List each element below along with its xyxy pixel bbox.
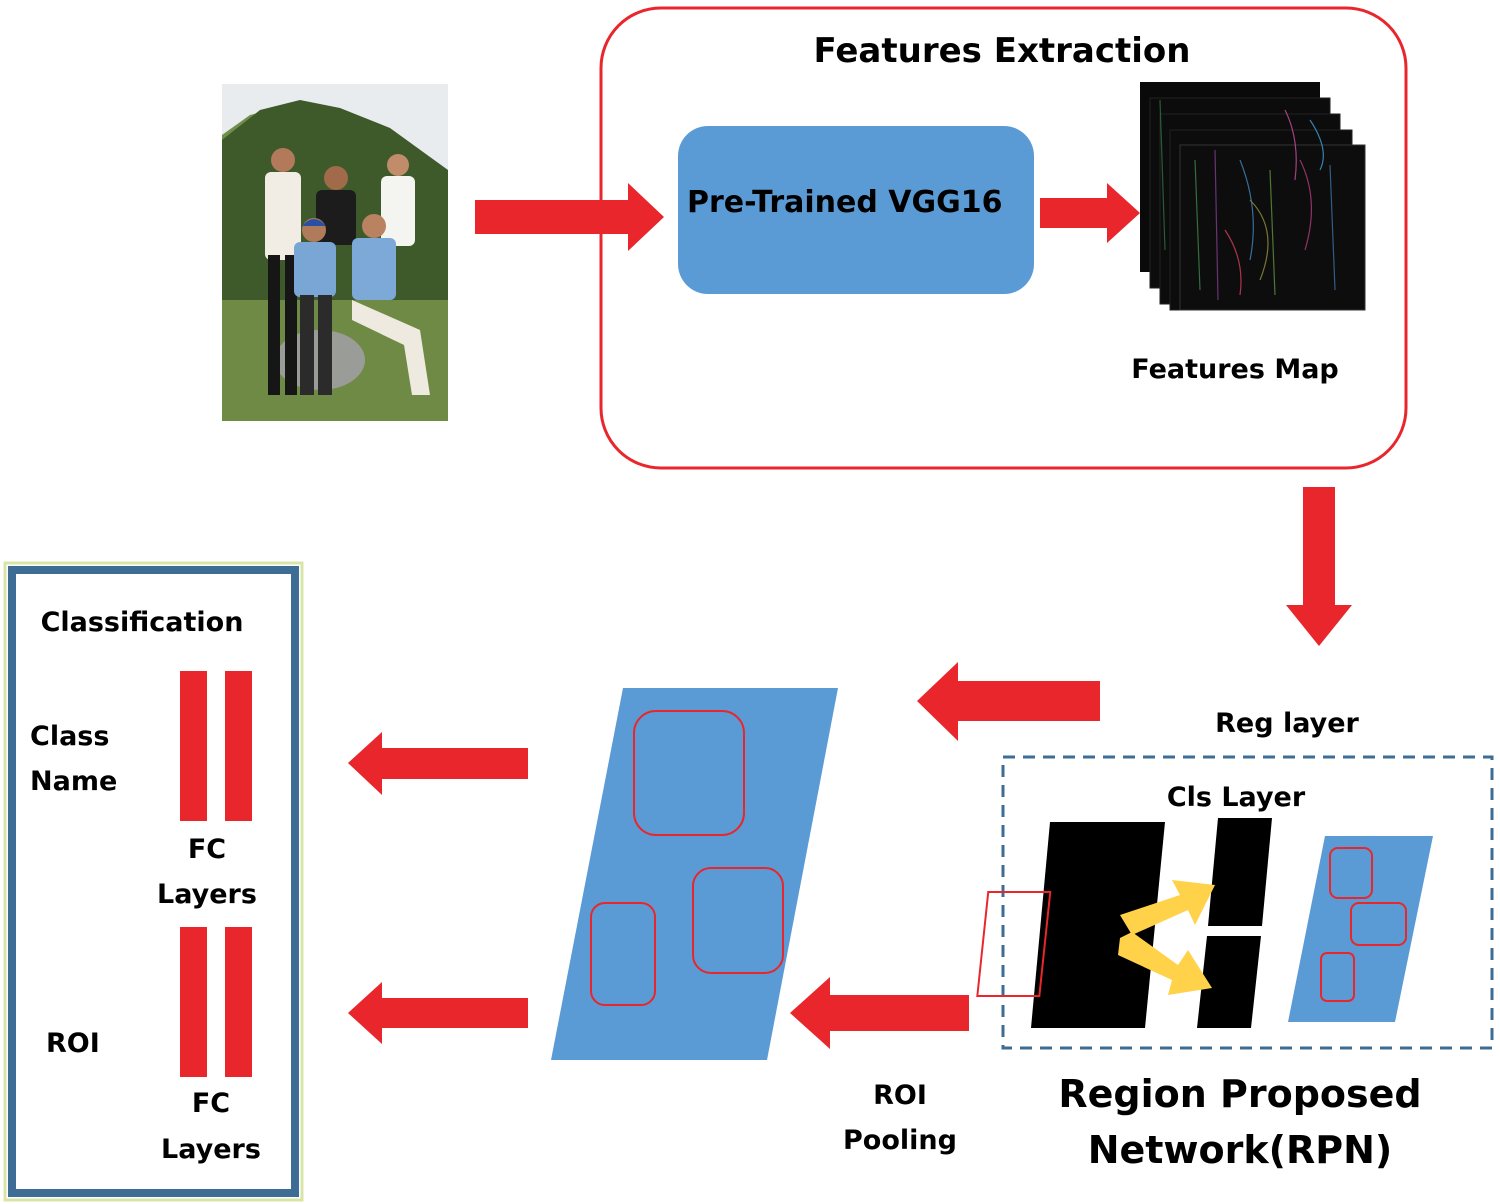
rpn-proposal-2 [1350, 902, 1407, 946]
cls-layer-label: Cls Layer [1167, 782, 1306, 813]
vgg16-block [678, 126, 1034, 294]
person-3 [381, 154, 415, 246]
features-extraction-title: Features Extraction [814, 31, 1191, 71]
arrow-rpn-to-feature-upper [917, 662, 1100, 741]
roi-pooling-line2: Pooling [843, 1125, 957, 1156]
fc-bottom-line2: Layers [161, 1134, 261, 1165]
arrow-to-class-name [348, 732, 528, 795]
feature-map-label: Features Map [1131, 354, 1339, 385]
rpn-conv-map [1031, 822, 1165, 1028]
rpn-block: Reg layer Cls Layer Region Proposed Netw… [976, 708, 1494, 1172]
class-name-line1: Class [30, 721, 109, 752]
rpn-proposal-map [1288, 836, 1433, 1022]
fc-layer-bar-top-2 [225, 671, 252, 821]
fc-bottom-line1: FC [192, 1088, 230, 1119]
fc-layer-bar-bottom-2 [225, 927, 252, 1077]
region-proposal-3 [590, 902, 656, 1006]
rpn-anchor-box [976, 891, 1052, 997]
arrow-image-to-vgg16 [475, 183, 664, 251]
input-image [222, 84, 448, 421]
classification-box: Classification Class Name FC Layers ROI … [3, 561, 304, 1202]
reg-layer-label: Reg layer [1215, 708, 1359, 739]
rpn-proposal-1 [1329, 847, 1373, 899]
vgg16-label: Pre-Trained VGG16 [687, 185, 1003, 220]
fc-layer-bar-top-1 [180, 671, 207, 821]
rpn-proposal-3 [1320, 952, 1355, 1002]
person-4 [294, 218, 336, 395]
yellow-arrow-up-icon [1120, 880, 1215, 935]
roi-pooling-line1: ROI [873, 1080, 927, 1111]
person-1 [265, 148, 301, 395]
feature-map-stack [1140, 82, 1366, 311]
roi-feature-map [551, 688, 838, 1060]
roi-pooling-label: ROI Pooling [843, 1080, 957, 1156]
features-extraction-box: Features Extraction Pre-Trained VGG16 [599, 6, 1408, 470]
rpn-title-line2: Network(RPN) [1088, 1128, 1393, 1172]
arrow-feature-map-to-rpn [1286, 487, 1352, 646]
person-2 [316, 166, 356, 245]
arrow-to-roi [348, 982, 528, 1044]
fc-top-line2: Layers [157, 879, 257, 910]
yellow-arrow-down-icon [1118, 932, 1212, 995]
rpn-reg-bar [1197, 936, 1261, 1028]
rpn-cls-bar [1208, 818, 1272, 926]
arrow-vgg16-to-feature-map [1040, 183, 1140, 243]
feature-map-texture [1159, 99, 1336, 301]
arrow-rpn-to-roi-pooling [790, 977, 969, 1049]
region-proposal-2 [692, 867, 784, 974]
classification-title: Classification [41, 607, 244, 638]
roi-parallelogram [551, 688, 838, 1060]
rpn-dashed-border [1001, 755, 1494, 1050]
region-proposal-1 [633, 710, 745, 836]
fc-top-line1: FC [188, 834, 226, 865]
rpn-title-line1: Region Proposed [1058, 1072, 1421, 1116]
roi-label: ROI [46, 1028, 100, 1059]
class-name-line2: Name [30, 766, 117, 797]
person-5 [352, 214, 430, 395]
fc-layer-bar-bottom-1 [180, 927, 207, 1077]
